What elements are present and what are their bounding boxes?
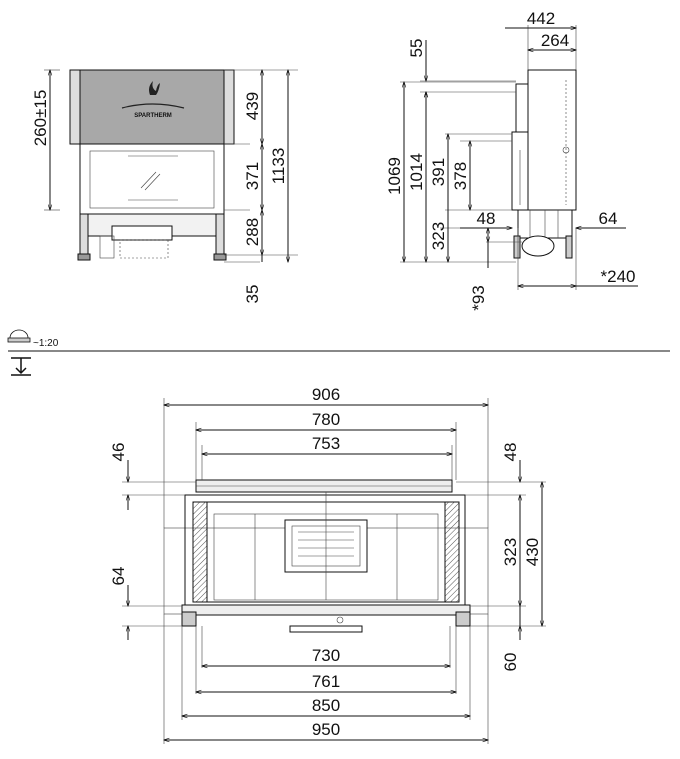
brand-text: SPARTHERM xyxy=(134,113,172,119)
front-view: SPARTHERM 260±15 439 37 xyxy=(31,70,298,303)
dim-240: *240 xyxy=(601,267,636,286)
dim-1133: 1133 xyxy=(269,148,288,185)
dim-439: 439 xyxy=(243,92,262,120)
brand-logo: SPARTHERM xyxy=(121,81,185,119)
plan-view: 906 780 753 730 761 850 950 46 64 48 323… xyxy=(109,385,546,744)
dim-48-plan: 48 xyxy=(501,443,520,462)
dim-730: 730 xyxy=(312,646,340,665)
dim-1069: 1069 xyxy=(385,157,404,195)
scale-label: ~1:20 xyxy=(33,338,59,349)
dim-323: 323 xyxy=(429,222,448,250)
scale-icon xyxy=(9,329,29,339)
dim-906: 906 xyxy=(312,385,340,404)
dim-371: 371 xyxy=(243,162,262,190)
dim-442: 442 xyxy=(527,9,555,28)
dim-93: *93 xyxy=(469,285,488,311)
dim-55: 55 xyxy=(407,39,426,58)
dim-48: 48 xyxy=(477,209,496,228)
dim-850: 850 xyxy=(312,696,340,715)
dim-950: 950 xyxy=(312,720,340,739)
dim-1014: 1014 xyxy=(407,153,426,191)
dim-46: 46 xyxy=(109,443,128,462)
dim-288: 288 xyxy=(243,218,262,246)
dim-60: 60 xyxy=(501,653,520,672)
dim-378: 378 xyxy=(451,162,470,190)
dim-780: 780 xyxy=(312,410,340,429)
dim-64-plan: 64 xyxy=(109,567,128,586)
dim-391: 391 xyxy=(429,158,448,186)
dim-35: 35 xyxy=(243,285,262,304)
dim-64: 64 xyxy=(599,209,618,228)
side-view: 442 264 48 64 *240 55 1069 1014 391 378 … xyxy=(385,9,638,311)
dim-323-plan: 323 xyxy=(501,538,520,566)
dim-753: 753 xyxy=(312,434,340,453)
dim-264: 264 xyxy=(541,31,569,50)
hood xyxy=(79,69,225,145)
scale-indicator: ~1:20 xyxy=(7,329,59,349)
dim-761: 761 xyxy=(312,672,340,691)
dim-430: 430 xyxy=(523,538,542,566)
dim-260: 260±15 xyxy=(31,90,50,147)
plan-view-icon xyxy=(11,357,31,376)
